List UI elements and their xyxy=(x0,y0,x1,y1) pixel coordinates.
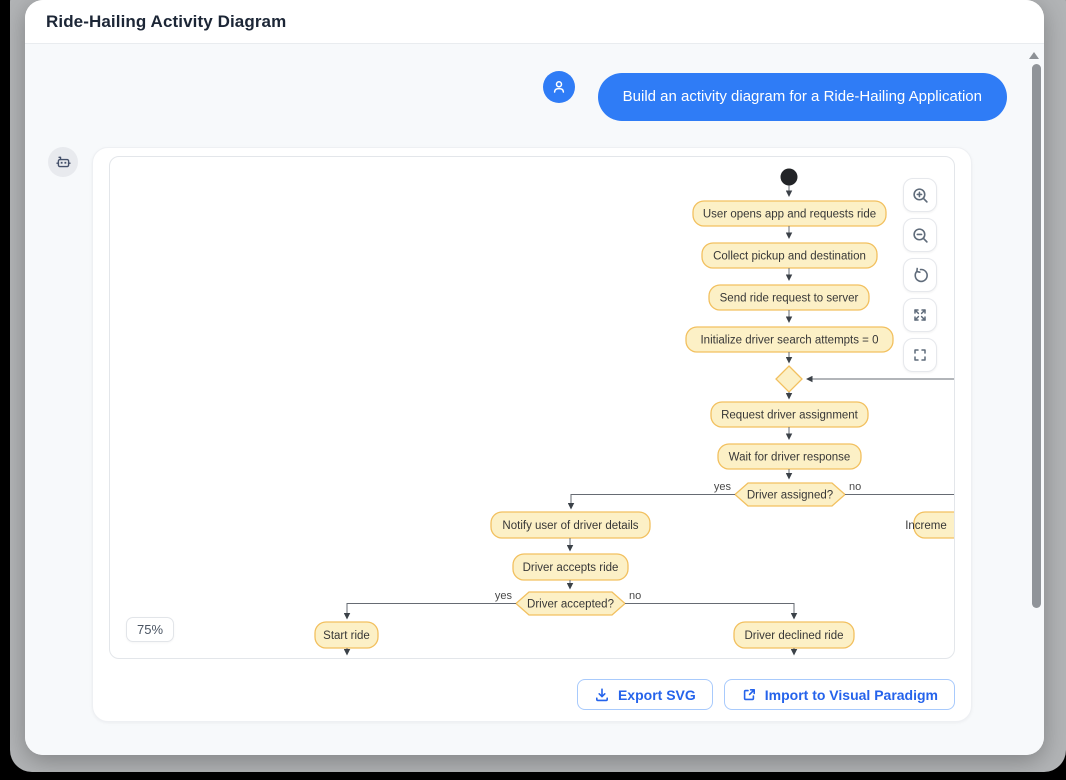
chat-content: Build an activity diagram for a Ride-Hai… xyxy=(25,44,1044,755)
decision-node: Driver accepted? xyxy=(515,591,626,616)
zoom-out-button[interactable] xyxy=(903,218,937,252)
activity-node: Start ride xyxy=(314,621,379,649)
import-visual-paradigm-label: Import to Visual Paradigm xyxy=(764,686,938,703)
diagram-canvas[interactable]: User opens app and requests ride Collect… xyxy=(109,156,955,659)
reset-icon xyxy=(913,267,928,282)
activity-node: Wait for driver response xyxy=(717,443,862,470)
zoom-in-button[interactable] xyxy=(903,178,937,212)
app-header: Ride-Hailing Activity Diagram xyxy=(25,0,1044,44)
activity-node: Driver accepts ride xyxy=(512,553,629,581)
svg-text:Collect pickup and destination: Collect pickup and destination xyxy=(713,251,866,263)
reset-zoom-button[interactable] xyxy=(903,258,937,292)
svg-text:Increme: Increme xyxy=(905,520,947,532)
svg-text:Driver accepted?: Driver accepted? xyxy=(527,599,614,611)
page-title: Ride-Hailing Activity Diagram xyxy=(46,11,287,31)
svg-text:Request driver assignment: Request driver assignment xyxy=(721,410,859,422)
person-icon xyxy=(553,81,565,93)
edge-label-yes: yes xyxy=(714,481,732,493)
zoom-in-icon xyxy=(912,187,928,203)
diagram-card: User opens app and requests ride Collect… xyxy=(92,147,972,722)
activity-node: Notify user of driver details xyxy=(490,511,651,539)
activity-node: Request driver assignment xyxy=(710,401,869,428)
svg-text:Driver assigned?: Driver assigned? xyxy=(747,490,833,502)
initial-node xyxy=(780,168,798,186)
expand-button[interactable] xyxy=(903,298,937,332)
svg-text:Start ride: Start ride xyxy=(323,630,370,642)
svg-text:Driver declined ride: Driver declined ride xyxy=(744,630,843,642)
edge-label-no: no xyxy=(629,590,641,602)
fit-view-icon xyxy=(914,349,926,361)
robot-icon xyxy=(55,156,71,167)
svg-text:Send ride request to server: Send ride request to server xyxy=(720,293,859,305)
export-svg-button[interactable]: Export SVG xyxy=(576,679,713,710)
svg-text:Initialize driver search attem: Initialize driver search attempts = 0 xyxy=(700,335,878,347)
download-icon xyxy=(595,687,608,701)
activity-node: Send ride request to server xyxy=(708,284,870,311)
zoom-out-icon xyxy=(912,227,928,243)
scrollbar-thumb[interactable] xyxy=(1032,64,1041,608)
app-window: Ride-Hailing Activity Diagram Build an a… xyxy=(25,0,1044,755)
activity-node: Collect pickup and destination xyxy=(701,242,878,269)
decision-node: Driver assigned? xyxy=(734,482,846,507)
external-link-icon xyxy=(743,688,755,700)
export-svg-label: Export SVG xyxy=(617,686,696,703)
expand-icon xyxy=(914,309,926,321)
svg-text:Notify user of driver details: Notify user of driver details xyxy=(502,520,638,532)
user-message-bubble: Build an activity diagram for a Ride-Hai… xyxy=(597,73,1007,121)
svg-text:Wait for driver response: Wait for driver response xyxy=(729,452,851,464)
canvas-controls xyxy=(903,178,937,372)
zoom-level-badge: 75% xyxy=(126,617,175,642)
activity-node: Initialize driver search attempts = 0 xyxy=(685,326,894,353)
activity-node: User opens app and requests ride xyxy=(692,200,887,227)
edge-label-no: no xyxy=(849,481,861,493)
svg-text:Driver accepts ride: Driver accepts ride xyxy=(523,562,619,574)
import-visual-paradigm-button[interactable]: Import to Visual Paradigm xyxy=(723,679,955,710)
fit-view-button[interactable] xyxy=(903,338,937,372)
activity-node-clipped: Increme xyxy=(905,511,954,539)
activity-node: Driver declined ride xyxy=(733,621,855,649)
user-avatar xyxy=(543,71,575,103)
card-footer: Export SVG Import to Visual Paradigm xyxy=(93,659,971,710)
activity-diagram: User opens app and requests ride Collect… xyxy=(314,168,954,656)
bot-avatar xyxy=(48,147,78,177)
edge-label-yes: yes xyxy=(495,590,513,602)
scrollbar-up-arrow[interactable] xyxy=(1029,52,1039,59)
svg-text:User opens app and requests ri: User opens app and requests ride xyxy=(703,209,876,221)
merge-node xyxy=(775,365,803,393)
